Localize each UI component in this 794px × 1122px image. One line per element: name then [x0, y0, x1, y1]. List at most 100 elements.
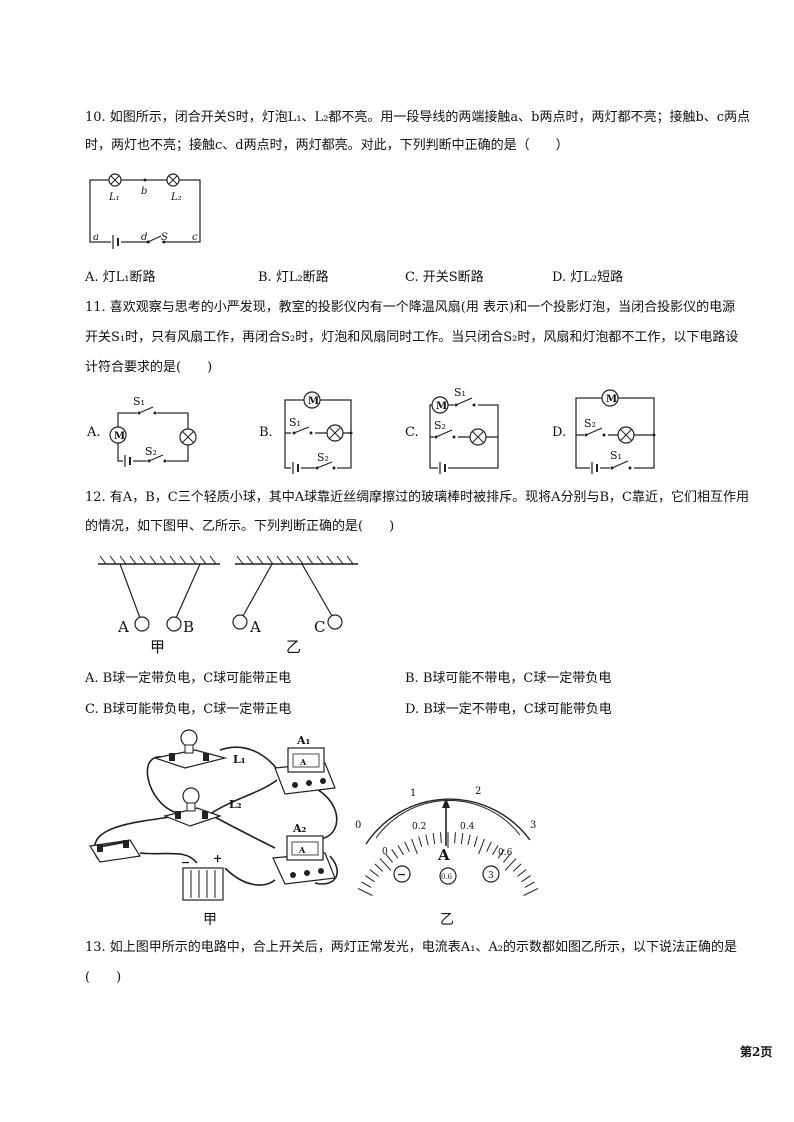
svg-text:A: A	[249, 618, 261, 636]
q12-option-d[interactable]: D. B球一定不带电，C球可能带负电	[405, 702, 612, 717]
dial-tick	[512, 863, 522, 872]
svg-text:乙: 乙	[440, 912, 454, 928]
dial-tick	[497, 849, 505, 859]
dial-tick	[432, 833, 436, 845]
svg-text:0.6: 0.6	[441, 873, 453, 881]
battery-icon	[182, 867, 224, 901]
svg-text:S₂: S₂	[145, 445, 157, 458]
motor-icon	[109, 426, 127, 444]
dial-tick	[365, 875, 375, 883]
q13-text-line1: 13. 如上图甲所示的电路中，合上开关后，两灯正常发光，电流表A₁、A₂的示数都…	[85, 940, 738, 955]
q11-option-d-letter[interactable]: D.	[552, 425, 567, 440]
q11-option-b-letter[interactable]: B.	[259, 425, 273, 440]
svg-text:B: B	[183, 618, 194, 636]
dial-tick	[473, 836, 478, 848]
dial-tick	[418, 836, 423, 848]
svg-text:S₁: S₁	[289, 416, 301, 429]
terminal-3	[482, 865, 500, 883]
ball-a2	[232, 614, 248, 630]
label-l1: L₁	[108, 192, 120, 203]
q10-option-a[interactable]: A. 灯L₁断路	[85, 270, 156, 285]
bulb-l1-icon	[180, 729, 198, 747]
label-l2: L₂	[170, 192, 182, 203]
dial-tick	[521, 875, 531, 883]
svg-text:M: M	[436, 401, 447, 412]
dial-tick	[425, 834, 429, 846]
label-a: a	[93, 232, 99, 243]
svg-text:甲: 甲	[203, 912, 217, 928]
svg-text:A: A	[298, 845, 306, 855]
dial-tick	[391, 849, 399, 859]
q12-text-line2: 的情况，如下图甲、乙所示。下列判断正确的是( )	[85, 519, 395, 534]
terminal-0-6	[439, 867, 457, 885]
dial-tick	[379, 858, 392, 871]
dial-tick	[523, 888, 539, 896]
q11-circuit-c[interactable]: M S₁ S₂	[422, 385, 512, 475]
motor-icon	[303, 391, 321, 409]
svg-text:3: 3	[530, 820, 536, 831]
svg-text:+: +	[213, 852, 222, 865]
q11-option-c-letter[interactable]: C.	[405, 425, 419, 440]
q13-physical-circuit-figure: L₁ L₂ A A₁ A A₂ − + 甲	[85, 728, 355, 928]
q10-circuit-figure: L₁ L₂ b a d S c	[85, 170, 215, 250]
dial-tick	[460, 833, 464, 845]
label-s: S	[161, 232, 168, 243]
svg-text:0.2: 0.2	[412, 822, 426, 832]
svg-text:S₁: S₁	[610, 449, 622, 462]
page-number: 第2页	[740, 1045, 773, 1059]
q10-text-line2: 时，两灯也不亮；接触c、d两点时，两灯都亮。对此，下列判断中正确的是（ ）	[85, 138, 569, 153]
q13-ammeter-dial-figure: 0 1 2 3 0 0.2 0.4 0.6 A − 0.6 3 乙	[350, 782, 550, 932]
dial-tick	[440, 832, 442, 844]
svg-text:S₁: S₁	[133, 395, 145, 408]
q10-option-d[interactable]: D. 灯L₂短路	[552, 270, 624, 285]
bulb-l2-icon	[182, 787, 200, 805]
q12-text-line1: 12. 有A，B，C三个轻质小球，其中A球靠近丝绸摩擦过的玻璃棒时被排斥。现将A…	[85, 490, 749, 505]
dial-tick	[454, 832, 456, 844]
q11-text-line1: 11. 喜欢观察与思考的小严发现，教室的投影仪内有一个降温风扇(用 表示)和一个…	[85, 300, 736, 315]
ball-b	[166, 616, 182, 632]
dial-tick	[374, 863, 384, 872]
dial-tick	[486, 841, 492, 853]
q11-circuit-b[interactable]: M S₁ S₂	[275, 385, 365, 475]
q11-circuit-d[interactable]: M S₂ S₁	[568, 383, 663, 475]
q11-circuit-a[interactable]: S₁ M S₂	[103, 393, 198, 473]
svg-text:S₁: S₁	[454, 386, 466, 399]
dial-tick	[504, 858, 517, 871]
svg-text:A₂: A₂	[292, 822, 307, 835]
dial-tick	[369, 869, 379, 877]
svg-text:S₂: S₂	[317, 451, 329, 464]
dial-tick	[467, 834, 471, 846]
q12-option-c[interactable]: C. B球可能带负电，C球一定带正电	[85, 702, 292, 717]
q10-option-b[interactable]: B. 灯L₂断路	[258, 270, 329, 285]
svg-text:0: 0	[355, 820, 361, 831]
svg-text:L₁: L₁	[233, 753, 246, 766]
dial-tick	[492, 845, 499, 856]
dial-tick	[357, 888, 373, 896]
svg-text:M: M	[114, 431, 125, 442]
svg-text:S₂: S₂	[584, 417, 596, 430]
svg-text:0.6: 0.6	[498, 848, 513, 858]
dial-tick	[385, 853, 393, 863]
svg-text:A₁: A₁	[296, 734, 311, 747]
svg-text:−: −	[181, 856, 190, 869]
q12-option-a[interactable]: A. B球一定带负电，C球可能带正电	[85, 671, 292, 686]
dial-tick	[503, 853, 511, 863]
dial-tick	[361, 881, 372, 888]
q12-option-b[interactable]: B. B球可能不带电，C球一定带负电	[405, 671, 612, 686]
dial-tick	[397, 845, 404, 856]
q10-option-c[interactable]: C. 开关S断路	[405, 270, 484, 285]
label-b: b	[141, 186, 147, 197]
svg-text:甲: 甲	[150, 638, 165, 656]
svg-text:A: A	[299, 757, 307, 767]
svg-text:0.4: 0.4	[460, 822, 475, 832]
svg-text:−: −	[397, 868, 406, 881]
svg-text:L₂: L₂	[229, 798, 242, 811]
q11-option-a-letter[interactable]: A.	[87, 425, 101, 440]
q11-text-line2: 开关S₁时，只有风扇工作，再闭合S₂时，灯泡和风扇同时工作。当只闭合S₂时，风扇…	[85, 330, 739, 345]
dial-tick	[411, 838, 418, 854]
svg-text:C: C	[314, 618, 325, 636]
svg-text:乙: 乙	[286, 638, 301, 656]
q11-text-line3: 计符合要求的是( )	[85, 360, 213, 375]
svg-text:M: M	[606, 394, 617, 405]
svg-text:A: A	[437, 846, 450, 864]
